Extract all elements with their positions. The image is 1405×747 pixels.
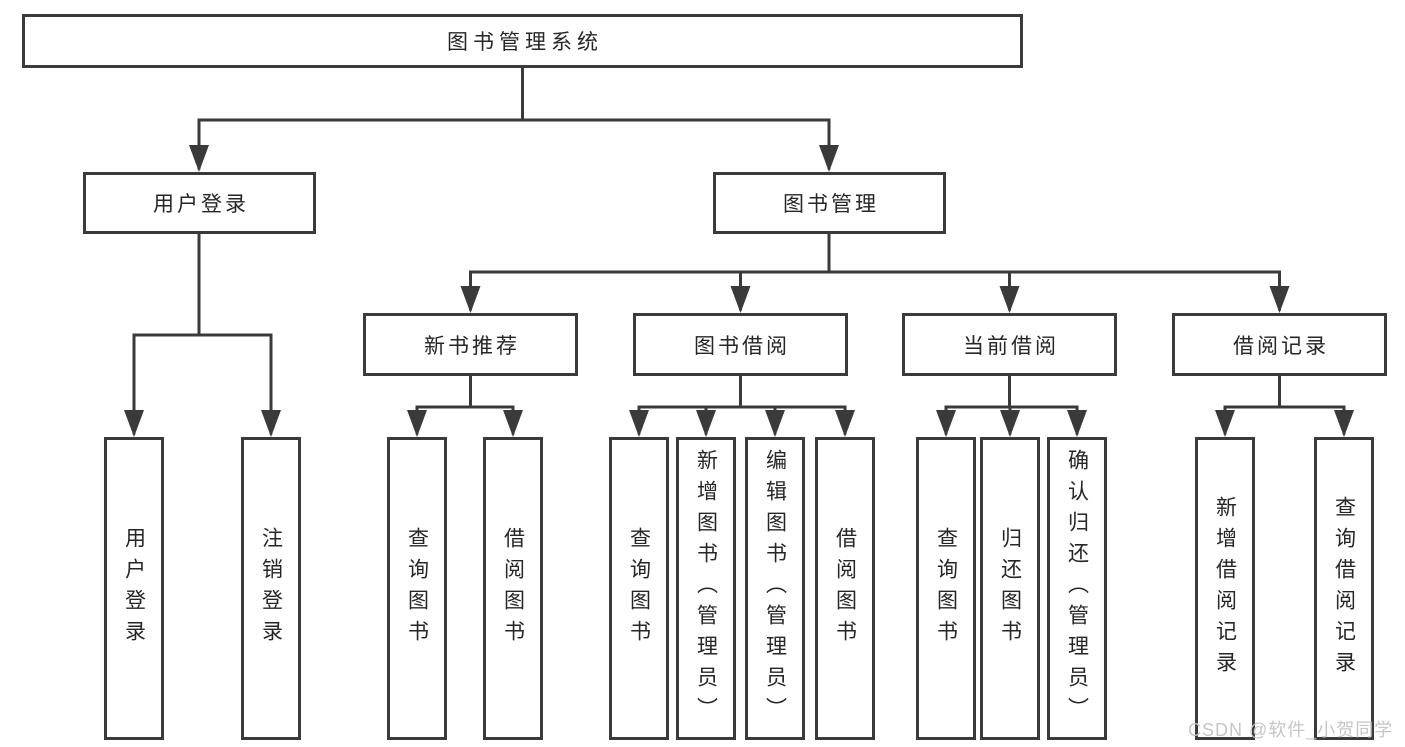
leaf-label: 借阅图书: [833, 526, 857, 651]
leaf-label: 确认归还（管理员）: [1065, 449, 1089, 728]
leaf-borrow-books-recommend: 借阅图书: [483, 437, 543, 740]
leaf-label: 查询图书: [627, 526, 651, 651]
connector-newbook-to-leaves: [415, 374, 515, 435]
node-root: 图书管理系统: [22, 14, 1023, 68]
leaf-add-books-admin: 新增图书（管理员）: [676, 437, 736, 740]
arrowhead-icon: [1215, 410, 1235, 437]
arrowhead-icon: [730, 286, 751, 313]
node-user-login: 用户登录: [83, 172, 316, 234]
leaf-add-borrow-record: 新增借阅记录: [1195, 437, 1255, 740]
leaf-confirm-return-admin: 确认归还（管理员）: [1047, 437, 1107, 740]
arrowhead-icon: [765, 410, 785, 437]
connector-records-to-leaves: [1223, 374, 1346, 435]
leaf-query-books-current: 查询图书: [916, 437, 976, 740]
leaf-label: 用户登录: [122, 526, 146, 651]
leaf-user-login: 用户登录: [104, 437, 164, 740]
connector-userlogin-to-leaves: [132, 232, 273, 435]
leaf-label: 新增借阅记录: [1213, 495, 1237, 682]
connector-borrowing-to-leaves: [637, 374, 847, 435]
leaf-label: 查询图书: [934, 526, 958, 651]
arrowhead-icon: [460, 286, 481, 313]
arrowhead-icon: [696, 410, 716, 437]
node-book-borrowing: 图书借阅: [633, 313, 848, 376]
connector-root-to-level2: [197, 66, 831, 170]
leaf-logout: 注销登录: [241, 437, 301, 740]
leaf-label: 借阅图书: [501, 526, 525, 651]
node-book-management: 图书管理: [713, 172, 946, 234]
arrowhead-icon: [819, 145, 839, 172]
leaf-label: 编辑图书（管理员）: [763, 449, 787, 728]
arrowhead-icon: [124, 410, 144, 437]
node-current-borrowing: 当前借阅: [902, 313, 1117, 376]
arrowhead-icon: [999, 286, 1020, 313]
arrowhead-icon: [835, 410, 855, 437]
leaf-label: 归还图书: [998, 526, 1022, 651]
arrowhead-icon: [1334, 410, 1354, 437]
watermark-text: CSDN @软件_小贺同学: [1188, 720, 1394, 740]
arrowhead-icon: [503, 410, 523, 437]
leaf-return-books: 归还图书: [980, 437, 1040, 740]
node-new-book-recommend: 新书推荐: [363, 313, 578, 376]
leaf-label: 查询借阅记录: [1332, 495, 1356, 682]
arrowhead-icon: [629, 410, 649, 437]
connector-bookmgmt-to-level3: [469, 232, 1281, 311]
leaf-label: 注销登录: [259, 526, 283, 651]
leaf-edit-books-admin: 编辑图书（管理员）: [745, 437, 805, 740]
node-borrowing-records: 借阅记录: [1172, 313, 1387, 376]
arrowhead-icon: [407, 410, 427, 437]
arrowhead-icon: [189, 145, 209, 172]
leaf-query-borrow-record: 查询借阅记录: [1314, 437, 1374, 740]
leaf-query-books-recommend: 查询图书: [387, 437, 447, 740]
leaf-query-books-borrowing: 查询图书: [609, 437, 669, 740]
arrowhead-icon: [936, 410, 956, 437]
leaf-label: 新增图书（管理员）: [694, 449, 718, 728]
arrowhead-icon: [1269, 286, 1290, 313]
arrowhead-icon: [1067, 410, 1087, 437]
leaf-borrow-books-borrowing: 借阅图书: [815, 437, 875, 740]
arrowhead-icon: [1000, 410, 1020, 437]
arrowhead-icon: [261, 410, 281, 437]
leaf-label: 查询图书: [405, 526, 429, 651]
